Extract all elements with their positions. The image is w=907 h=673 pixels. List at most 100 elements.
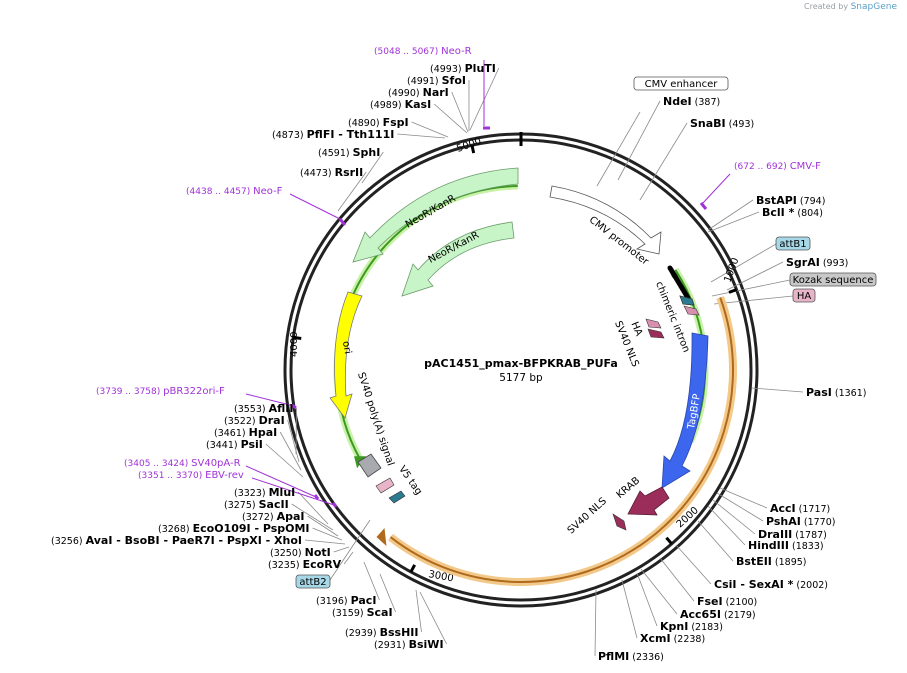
primer-label-ebv-rev: (3351 .. 3370) EBV-rev [138, 470, 244, 481]
primer-label-neo-r: (5048 .. 5067) Neo-R [374, 46, 472, 57]
tick-1000 [728, 288, 738, 294]
label-sv40-nls-2: SV40 NLS [566, 496, 609, 537]
site-ndei: NdeI (387) [663, 95, 720, 108]
site-hpai: (3461) HpaI [214, 426, 277, 439]
tick-4000 [293, 335, 302, 341]
site-noti: (3250) NotI [270, 546, 331, 559]
primer-label-sv40pa-r: (3405 .. 3424) SV40pA-R [124, 458, 241, 469]
feature-tagbfp [661, 332, 709, 489]
feature-box-label-kozak-sequence: Kozak sequence [793, 275, 874, 286]
snapgene-credit: Created by SnapGene [804, 2, 897, 12]
tick-label-4000: 4000 [289, 332, 300, 357]
site-fspi: (4890) FspI [348, 116, 409, 129]
leader-lines [265, 67, 804, 657]
tick-5000 [470, 144, 476, 154]
label-ha-inner: HA [629, 320, 645, 338]
feature-box-attb2 [295, 574, 331, 589]
site-kpni: KpnI (2183) [660, 620, 723, 633]
primer-leader-1 [701, 173, 731, 205]
site-pasi: PasI (1361) [806, 386, 866, 399]
feature-sv40-nls-2 [612, 513, 627, 531]
primer-mark-2 [338, 218, 347, 226]
feature-arcs [333, 182, 737, 586]
label-sv40-polya: SV40 poly(A) signal [355, 371, 396, 467]
site-sacii: (3275) SacII [224, 498, 289, 511]
primer-label-neo-f: (4438 .. 4457) Neo-F [186, 186, 283, 197]
feature-sv40-polya [357, 453, 382, 478]
feature-box-kozak-sequence [789, 272, 877, 287]
feature-box-attb1 [775, 236, 811, 251]
site-pluti: (4993) PluTI [430, 62, 496, 75]
site-bsshii: (2939) BssHII [345, 626, 418, 639]
site-sphi: (4591) SphI [318, 146, 380, 159]
primer-label-pbr322ori-f: (3739 .. 3758) pBR322ori-F [96, 386, 225, 397]
primer-leader-2 [289, 193, 343, 221]
backbone-inner [289, 138, 753, 602]
site-pflfi: (4873) PflFI - Tth111I [272, 128, 394, 141]
site-labels: (5048 .. 5067) Neo-R (672 .. 692) CMV-F (4… [51, 46, 877, 663]
primer-mark-4 [313, 494, 320, 500]
feature-ori [329, 291, 363, 419]
feature-box-label-attb1: attB1 [779, 239, 806, 250]
selection-arc-head [376, 528, 387, 547]
feature-ha-inner [645, 318, 662, 329]
site-rsrii: (4473) RsrII [300, 166, 363, 179]
primer-leader-3 [245, 393, 295, 407]
site-fsei: FseI (2100) [697, 595, 757, 608]
primer-leader-5 [251, 477, 335, 506]
site-csii: CsiI - SexAI * (2002) [714, 578, 828, 591]
site-sgrai: SgrAI (993) [786, 256, 848, 269]
primer-label-cmv-f: (672 .. 692) CMV-F [734, 161, 821, 172]
site-bstapi: BstAPI (794) [756, 194, 825, 207]
site-acc65i: Acc65I (2179) [680, 608, 756, 621]
site-bsiwi: (2931) BsiWI [374, 638, 444, 651]
site-avai: (3256) AvaI - BsoBI - PaeR7I - PspXI - X… [51, 534, 302, 547]
feature-kozak-mark [679, 295, 695, 306]
feature-box-label-cmv-enhancer: CMV enhancer [645, 79, 719, 90]
feature-box-label-ha: HA [797, 291, 812, 302]
site-draiii: DraIII (1787) [758, 528, 827, 541]
primer-mark-1 [699, 202, 708, 210]
site-nari: (4990) NarI [388, 86, 449, 99]
site-psii: (3441) PsiI [206, 438, 263, 451]
site-pflmi: PflMI (2336) [598, 650, 664, 663]
site-ecoo109i: (3268) EcoO109I - PspOMI [158, 522, 310, 535]
selection-arc-core [389, 297, 734, 583]
tick-2000 [665, 536, 673, 545]
tick-3000 [409, 564, 416, 573]
feature-v5-tag [388, 490, 406, 504]
feature-box-cmv-enhancer [633, 76, 729, 91]
site-aflii: (3553) AflII [234, 402, 293, 415]
feature-ha-mark [683, 305, 700, 316]
primer-mark-3 [291, 403, 297, 410]
feature-cmv-promoter [549, 185, 662, 255]
feature-box-label-attb2: attB2 [299, 577, 326, 588]
site-hindiii: HindIII (1833) [748, 539, 824, 552]
site-apai: (3272) ApaI [242, 510, 305, 523]
backbone-outer [283, 132, 759, 608]
site-acci: AccI (1717) [770, 502, 830, 515]
plasmid-name: pAC1451_pmax-BFPKRAB_PUFa [424, 357, 618, 370]
primer-mark-5 [331, 502, 338, 508]
site-kasi: (4989) KasI [370, 98, 431, 111]
tick-label-5000: 5000 [455, 136, 483, 155]
site-scai: (3159) ScaI [332, 606, 393, 619]
site-drai: (3522) DraI [224, 414, 285, 427]
site-ecorv: (3235) EcoRV [268, 558, 342, 571]
site-snabi: SnaBI (493) [690, 117, 754, 130]
feature-neor-kanr [352, 167, 519, 263]
feature-neor-kanr-2 [401, 221, 515, 297]
feature-ha-small [375, 477, 395, 494]
plasmid-length: 5177 bp [499, 372, 543, 384]
feature-chimeric-intron [667, 265, 691, 301]
primer-leader-4 [245, 465, 317, 498]
feature-sv40-nls [647, 328, 665, 339]
label-ori: ori [340, 340, 353, 355]
site-pshai: PshAI (1770) [766, 515, 835, 528]
site-xcmi: XcmI (2238) [640, 632, 705, 645]
site-sfoi: (4991) SfoI [407, 74, 466, 87]
site-mlui: (3323) MluI [234, 486, 295, 499]
site-paci: (3196) PacI [316, 594, 376, 607]
site-bsteii: BstEII (1895) [736, 555, 807, 568]
